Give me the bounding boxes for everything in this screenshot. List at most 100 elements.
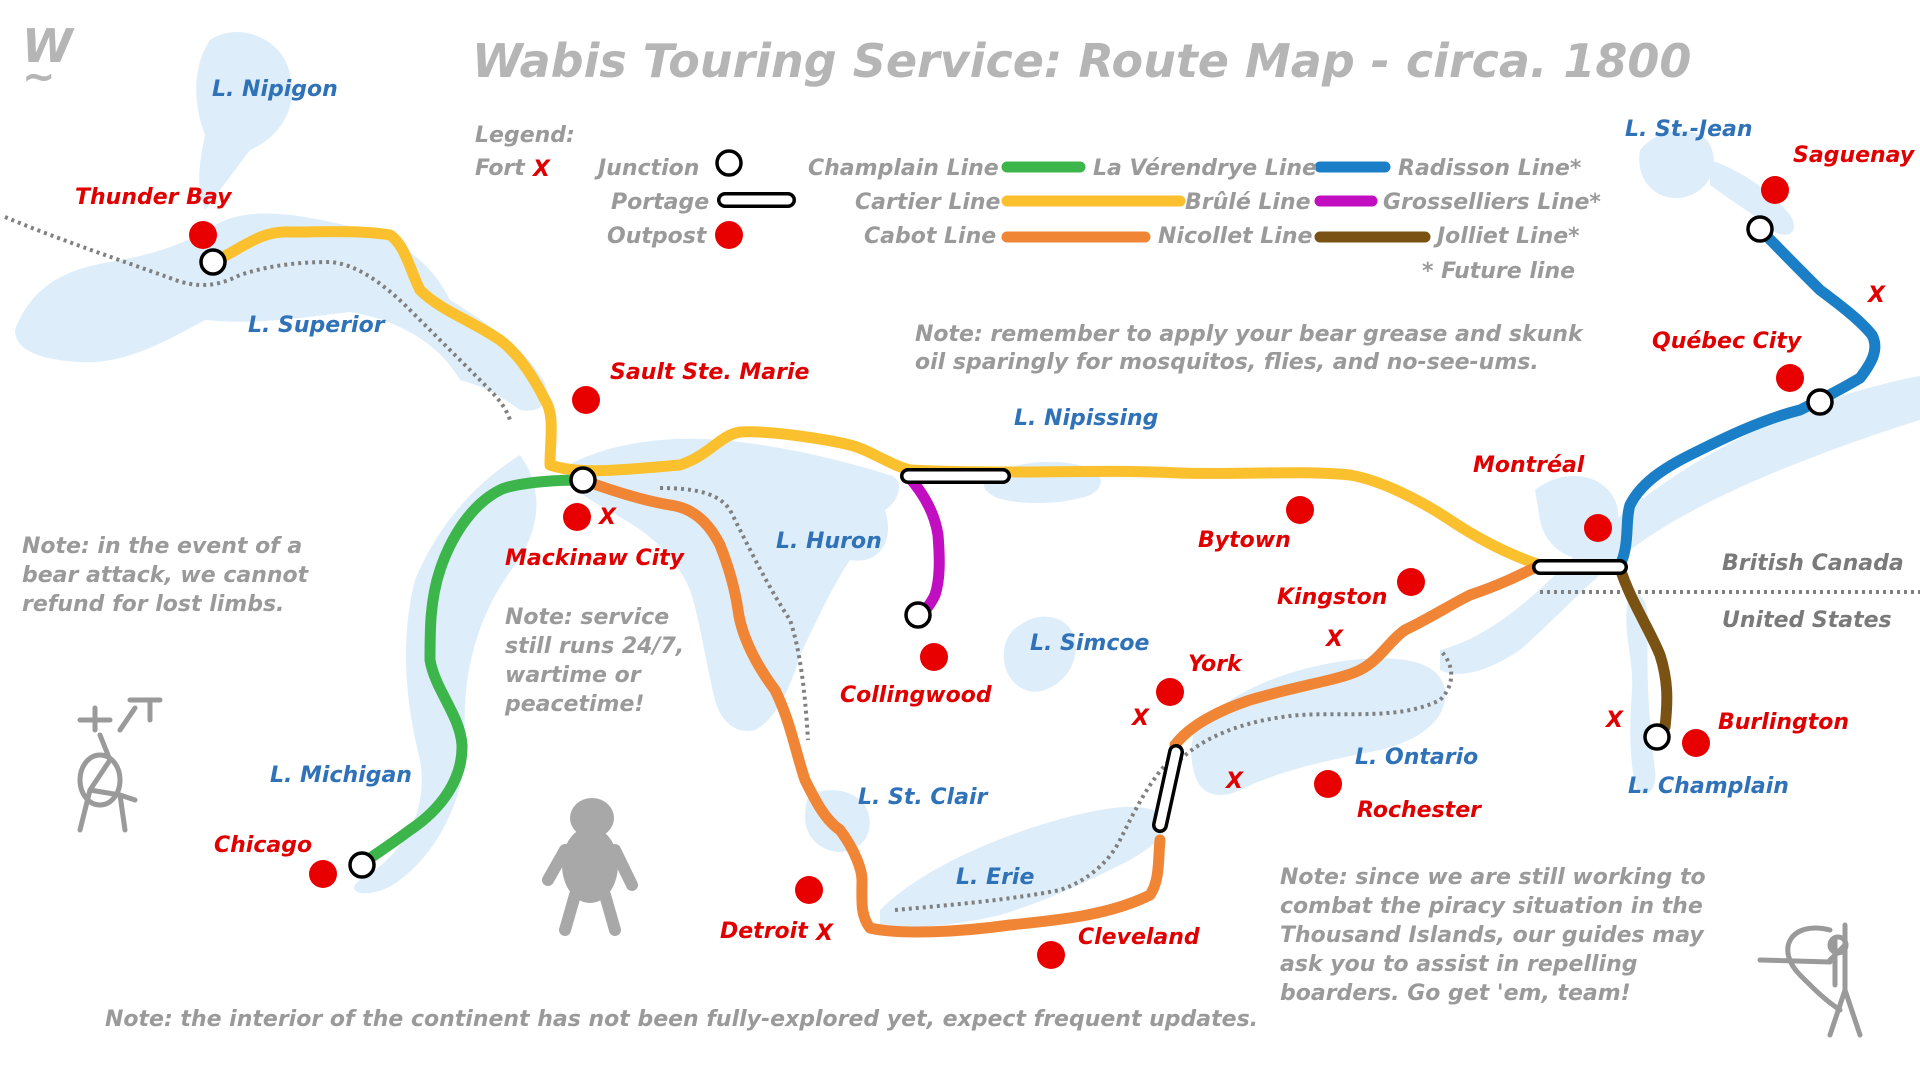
- cabot-line: [577, 474, 1166, 938]
- legend-fort: Fort: [475, 156, 526, 181]
- outpost-chicago: [309, 860, 337, 888]
- legend-line-cabot: Cabot Line: [864, 224, 996, 249]
- logo: W: [22, 19, 75, 73]
- label-l-huron: L. Huron: [776, 529, 882, 554]
- outpost-bytown: [1286, 496, 1314, 524]
- note-bear-grease-1: Note: remember to apply your bear grease…: [915, 322, 1584, 347]
- legend-line-radisson: Radisson Line*: [1398, 156, 1582, 181]
- nicollet-line: [1169, 559, 1546, 751]
- note-piracy-1: Note: since we are still working to: [1280, 865, 1706, 890]
- lake-erie-shape: [880, 806, 1168, 927]
- legend-outpost-symbol: [715, 221, 743, 249]
- note-piracy-2: combat the piracy situation in the: [1280, 894, 1703, 919]
- outpost-cleveland: [1037, 941, 1065, 969]
- label-collingwood: Collingwood: [840, 683, 992, 708]
- label-united-states: United States: [1722, 608, 1892, 633]
- label-thunder-bay: Thunder Bay: [75, 185, 233, 210]
- logo-tilde: ~: [22, 54, 56, 100]
- page-title: Wabis Touring Service: Route Map - circa…: [472, 34, 1691, 88]
- label-l-ontario: L. Ontario: [1355, 745, 1478, 770]
- legend-footnote: * Future line: [1422, 259, 1575, 284]
- legend-line-verendrye: La Vérendrye Line: [1093, 156, 1317, 181]
- junction-quebec: [1806, 388, 1834, 416]
- fort-mark: X: [597, 505, 617, 530]
- label-bytown: Bytown: [1198, 528, 1291, 553]
- lake-ontario-shape: [1191, 658, 1446, 795]
- border-lines: [4, 215, 1920, 912]
- border-superior: [4, 215, 512, 421]
- label-montreal: Montréal: [1473, 453, 1585, 478]
- legend-line-nicollet: Nicollet Line: [1158, 224, 1313, 249]
- label-l-michigan: L. Michigan: [270, 763, 412, 788]
- jolliet-line: [1614, 562, 1673, 733]
- junction-burlington: [1643, 723, 1671, 751]
- legend-swatches: [1001, 161, 1431, 243]
- label-l-erie: L. Erie: [956, 865, 1034, 890]
- outpost-montreal: [1584, 514, 1612, 542]
- label-l-st-clair: L. St. Clair: [858, 785, 988, 810]
- label-l-champlain: L. Champlain: [1628, 774, 1789, 799]
- brule-line: [902, 470, 945, 621]
- lake-nipigon-shape: [196, 32, 293, 210]
- note-piracy-5: boarders. Go get 'em, team!: [1280, 981, 1631, 1006]
- champlain-line: [354, 474, 589, 871]
- label-sault: Sault Ste. Marie: [610, 360, 809, 385]
- fort-mark: X: [1224, 769, 1244, 794]
- junctions: [199, 149, 1834, 879]
- border-erie: [894, 758, 1172, 912]
- outpost-quebec: [1776, 364, 1804, 392]
- label-mackinaw: Mackinaw City: [505, 546, 686, 571]
- label-l-nipigon: L. Nipigon: [212, 77, 338, 102]
- fort-mark: X: [1604, 708, 1624, 733]
- legend-line-cartier: Cartier Line: [855, 190, 1001, 215]
- label-york: York: [1188, 652, 1243, 677]
- saguenay-shape: [1710, 160, 1795, 235]
- st-lawrence-shape: [1440, 376, 1920, 674]
- label-kingston: Kingston: [1277, 585, 1387, 610]
- note-piracy-3: Thousand Islands, our guides may: [1280, 923, 1705, 948]
- outpost-mackinaw: [563, 503, 591, 531]
- legend-junction: Junction: [594, 156, 699, 181]
- lake-michigan-shape: [354, 455, 537, 894]
- legend-line-jolliet: Jolliet Line*: [1433, 224, 1580, 249]
- outpost-saguenay: [1761, 176, 1789, 204]
- label-rochester: Rochester: [1357, 798, 1482, 823]
- lake-st-jean-shape: [1639, 130, 1714, 199]
- junction-saguenay: [1746, 215, 1774, 243]
- label-l-simcoe: L. Simcoe: [1030, 631, 1150, 656]
- outposts: [189, 176, 1804, 969]
- label-burlington: Burlington: [1718, 710, 1849, 735]
- legend-portage: Portage: [611, 190, 709, 215]
- cartier-line: [207, 226, 1546, 571]
- fort-mark: X: [1130, 706, 1150, 731]
- note-bear-grease-2: oil sparingly for mosquitos, flies, and …: [915, 350, 1539, 375]
- label-quebec: Québec City: [1652, 329, 1803, 354]
- legend-line-brule: Brûlé Line: [1185, 190, 1311, 215]
- outpost-detroit: [795, 876, 823, 904]
- note-bear-attack-1: Note: in the event of a: [22, 534, 302, 559]
- outpost-rochester: [1314, 770, 1342, 798]
- note-piracy-4: ask you to assist in repelling: [1280, 952, 1637, 977]
- legend-fort-mark: X: [531, 157, 551, 182]
- note-bear-attack-3: refund for lost limbs.: [22, 592, 284, 617]
- portages: [717, 192, 1628, 833]
- note-service-2: still runs 24/7,: [505, 634, 684, 659]
- label-l-st-jean: L. St.-Jean: [1625, 117, 1753, 142]
- junction-mackinaw: [569, 466, 597, 494]
- fort-mark: X: [1324, 627, 1344, 652]
- label-saguenay: Saguenay: [1793, 143, 1916, 168]
- junction-chicago: [348, 851, 376, 879]
- outpost-burlington: [1682, 729, 1710, 757]
- note-service-4: peacetime!: [504, 692, 644, 717]
- junction-legend: [715, 149, 743, 177]
- bear-drawing: [542, 798, 638, 936]
- label-british-canada: British Canada: [1722, 551, 1904, 576]
- note-service-1: Note: service: [505, 605, 669, 630]
- label-l-superior: L. Superior: [248, 313, 386, 338]
- junction-thunder-bay: [199, 248, 227, 276]
- archer-drawing: [1757, 922, 1863, 1038]
- note-interior: Note: the interior of the continent has …: [105, 1007, 1258, 1032]
- label-chicago: Chicago: [214, 833, 312, 858]
- legend-outpost: Outpost: [607, 224, 708, 249]
- legend-line-champlain: Champlain Line: [808, 156, 999, 181]
